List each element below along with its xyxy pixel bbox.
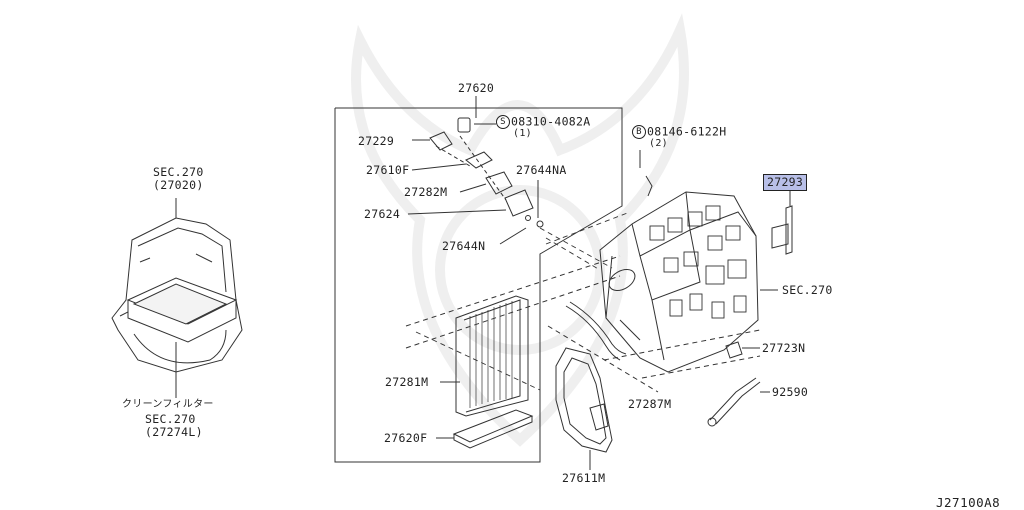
label-sec270-heater[interactable]: SEC.270 [782, 283, 833, 297]
label-27020: (27020) [153, 178, 204, 192]
label-27287M: 27287M [628, 397, 672, 411]
door-frame-27611M [555, 347, 613, 470]
evaporator-core [405, 255, 621, 449]
part-27293-drawing [771, 190, 793, 255]
bolt-part-code: 08310-4082A [511, 114, 591, 129]
cable-92590 [641, 355, 770, 427]
label-sec270-filter[interactable]: SEC.270 [145, 412, 196, 426]
label-27610F: 27610F [366, 163, 410, 177]
label-27229: 27229 [358, 134, 395, 148]
part-27293-link[interactable]: 27293 [763, 174, 808, 191]
label-27282M: 27282M [404, 185, 448, 199]
frame-outline [334, 107, 623, 463]
label-27611M: 27611M [562, 471, 606, 485]
label-27644NA: 27644NA [516, 163, 567, 177]
blower-unit [111, 198, 243, 398]
screw-symbol-icon: B [632, 125, 646, 139]
bolt-quantity: (1) [513, 128, 532, 139]
screw-quantity: (2) [649, 138, 668, 149]
label-27274L: (27274L) [145, 425, 203, 439]
heater-unit [599, 150, 778, 373]
label-27281M: 27281M [385, 375, 429, 389]
label-27624: 27624 [364, 207, 401, 221]
valve-parts [407, 96, 544, 245]
label-27644N: 27644N [442, 239, 486, 253]
label-27620F: 27620F [384, 431, 428, 445]
diagram-id: J27100A8 [936, 495, 1001, 510]
label-92590: 92590 [772, 385, 809, 399]
screw-part-code: 08146-6122H [647, 124, 727, 139]
label-27620: 27620 [458, 81, 495, 95]
bolt-symbol-icon: S [496, 115, 510, 129]
label-clean-filter: クリーンフィルター [122, 399, 214, 410]
label-sec270-blower[interactable]: SEC.270 [153, 165, 204, 179]
duct-27287M [547, 301, 761, 393]
label-27723N: 27723N [762, 341, 806, 355]
part-27723N-drawing [725, 341, 760, 359]
